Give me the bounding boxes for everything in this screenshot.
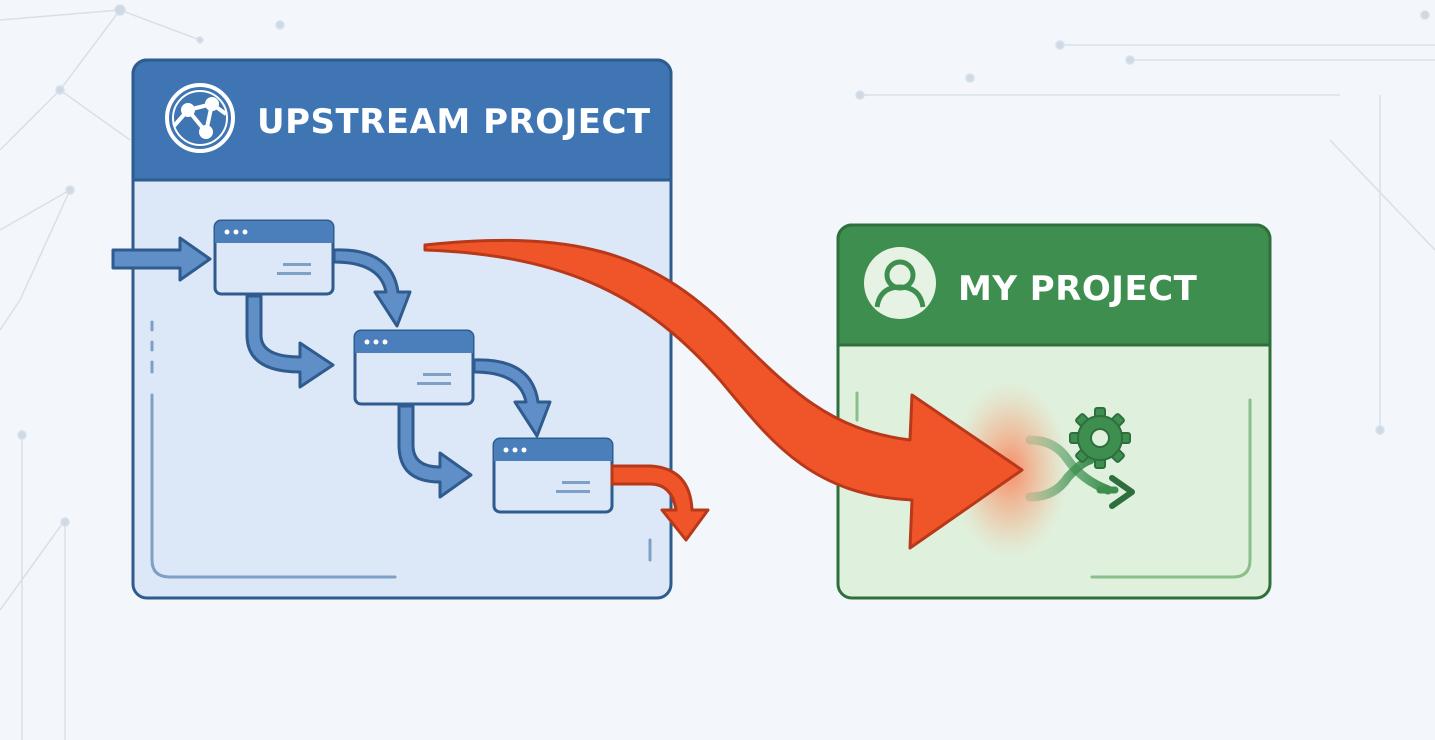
exit-arrow <box>610 464 710 542</box>
upstream-project-panel: UPSTREAM PROJECT <box>111 58 710 600</box>
entry-arrow <box>111 236 212 282</box>
upstream-panel-header <box>131 58 673 182</box>
transfer-arrow <box>423 238 1024 550</box>
my-project-panel: MY PROJECT <box>836 223 1272 600</box>
window-card-icon <box>224 229 248 235</box>
gear-icon <box>1069 407 1131 469</box>
user-avatar-icon <box>864 247 936 319</box>
my-project-title: MY PROJECT <box>958 269 1198 309</box>
background-network-decoration <box>0 4 1435 740</box>
window-card-icon <box>364 339 388 345</box>
workflow-block-3 <box>492 437 614 514</box>
my-project-panel-header <box>836 223 1272 347</box>
network-globe-icon <box>165 83 235 153</box>
upstream-panel-decoration <box>150 320 652 579</box>
flow-connectors <box>245 248 552 499</box>
workflow-block-2 <box>353 329 475 406</box>
merge-arrow-icon <box>1025 435 1135 509</box>
my-project-panel-decoration <box>855 391 1252 579</box>
workflow-block-1 <box>213 219 335 296</box>
upstream-project-title: UPSTREAM PROJECT <box>257 102 651 142</box>
window-card-icon <box>503 447 527 453</box>
